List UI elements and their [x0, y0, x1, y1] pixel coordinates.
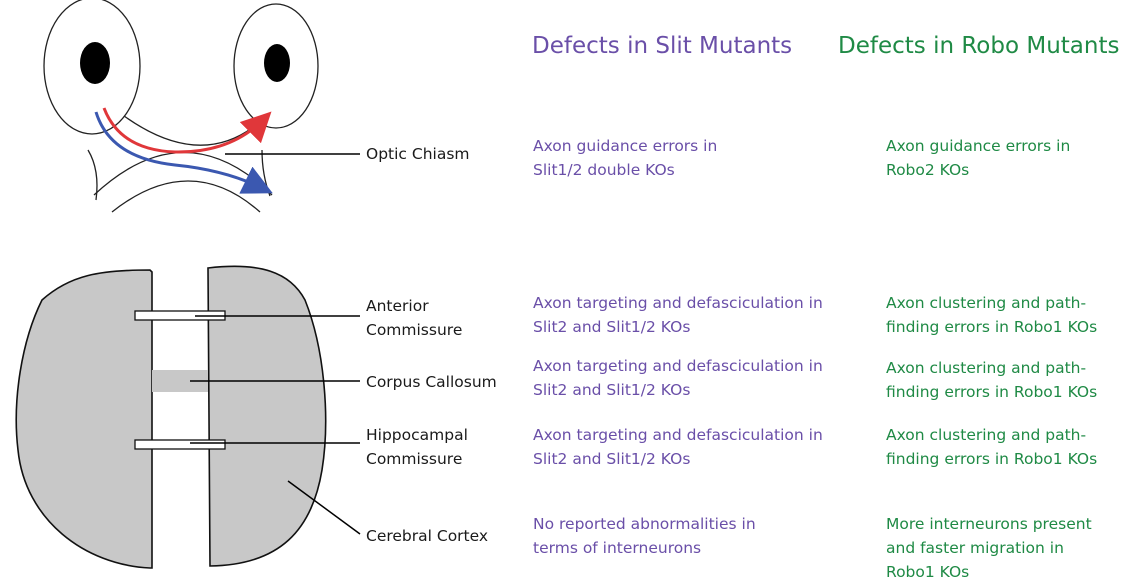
robo-cerebral-cortex-defect: More interneurons present and faster mig… [886, 512, 1092, 584]
optic-chiasm-label: Optic Chiasm [366, 142, 470, 166]
slit-optic-chiasm-defect: Axon guidance errors in Slit1/2 double K… [533, 134, 717, 182]
left-pupil [80, 42, 110, 84]
slit-corpus-callosum-defect: Axon targeting and defasciculation in Sl… [533, 354, 823, 402]
hippocampal-commissure-label: Hippocampal Commissure [366, 423, 468, 471]
corpus-callosum-label: Corpus Callosum [366, 370, 497, 394]
chiasm-bottom-curve [112, 181, 260, 212]
robo-hippocampal-commissure-defect: Axon clustering and path- finding errors… [886, 423, 1097, 471]
slit-hippocampal-commissure-defect: Axon targeting and defasciculation in Sl… [533, 423, 823, 471]
hippocampal-commissure-band [135, 440, 225, 449]
left-hemisphere [16, 270, 152, 568]
anterior-commissure-label: Anterior Commissure [366, 294, 462, 342]
right-pupil [264, 44, 290, 82]
slit-anterior-commissure-defect: Axon targeting and defasciculation in Sl… [533, 291, 823, 339]
blue-axon-path [96, 112, 262, 188]
brain-drawing [16, 266, 360, 568]
chiasm-side-left [88, 150, 97, 200]
optic-chiasm-drawing [44, 0, 360, 212]
cerebral-cortex-label: Cerebral Cortex [366, 524, 488, 548]
red-axon-path [104, 108, 263, 152]
chiasm-upper-curve [116, 110, 262, 145]
robo-anterior-commissure-defect: Axon clustering and path- finding errors… [886, 291, 1097, 339]
chiasm-lower-curve [94, 153, 272, 196]
robo-corpus-callosum-defect: Axon clustering and path- finding errors… [886, 356, 1097, 404]
robo-header: Defects in Robo Mutants [838, 32, 1119, 60]
slit-header: Defects in Slit Mutants [532, 32, 792, 60]
robo-optic-chiasm-defect: Axon guidance errors in Robo2 KOs [886, 134, 1070, 182]
slit-cerebral-cortex-defect: No reported abnormalities in terms of in… [533, 512, 756, 560]
